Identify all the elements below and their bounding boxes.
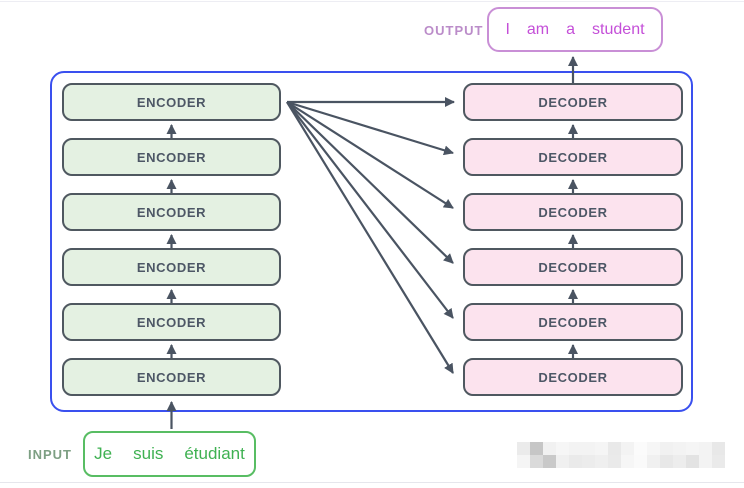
encoder-decoder-container <box>50 71 693 412</box>
output-label: OUTPUT <box>424 23 484 38</box>
watermark-pixel <box>634 442 647 455</box>
watermark-pixel <box>556 455 569 468</box>
encoder-box-label: ENCODER <box>136 94 207 110</box>
watermark-pixel <box>569 442 582 455</box>
decoder-box: DECODER <box>463 303 683 341</box>
bottom-divider <box>0 482 744 483</box>
watermark-pixel <box>608 442 621 455</box>
watermark-pixel <box>647 455 660 468</box>
decoder-box-label: DECODER <box>538 369 608 385</box>
decoder-box: DECODER <box>463 358 683 396</box>
watermark-pixel <box>621 442 634 455</box>
decoder-box-label: DECODER <box>538 204 608 220</box>
input-word: suis <box>133 444 164 463</box>
watermark-pixel <box>556 442 569 455</box>
watermark-pixel <box>569 455 582 468</box>
watermark-pixel <box>543 442 556 455</box>
encoder-box: ENCODER <box>62 358 281 396</box>
watermark-pixel <box>517 455 530 468</box>
output-word: student <box>592 20 645 38</box>
decoder-box-label: DECODER <box>538 94 608 110</box>
decoder-box: DECODER <box>463 138 683 176</box>
watermark-pixel <box>686 442 699 455</box>
watermark-pixel <box>647 442 660 455</box>
encoder-box: ENCODER <box>62 138 281 176</box>
encoder-box-label: ENCODER <box>136 204 207 220</box>
encoder-box: ENCODER <box>62 193 281 231</box>
watermark-pixel <box>660 455 673 468</box>
decoder-box: DECODER <box>463 193 683 231</box>
watermark-pixel <box>686 455 699 468</box>
decoder-stack: DECODER DECODER DECODER DECODER DECODER DECOD… <box>463 83 683 396</box>
decoder-box: DECODER <box>463 248 683 286</box>
encoder-box: ENCODER <box>62 248 281 286</box>
input-label: INPUT <box>28 447 72 462</box>
watermark-pixel <box>582 442 595 455</box>
decoder-box: DECODER <box>463 83 683 121</box>
decoder-box-label: DECODER <box>538 149 608 165</box>
watermark-pixel <box>673 455 686 468</box>
encoder-box-label: ENCODER <box>136 149 207 165</box>
watermark-pixel <box>530 442 543 455</box>
watermark-pixel <box>634 455 647 468</box>
input-sentence-box: Je suis étudiant <box>83 431 256 477</box>
decoder-box-label: DECODER <box>538 259 608 275</box>
input-word: Je <box>94 444 113 463</box>
input-word: étudiant <box>184 444 245 463</box>
encoder-box-label: ENCODER <box>136 314 207 330</box>
encoder-stack: ENCODER ENCODER ENCODER ENCODER ENCODER ENCOD… <box>62 83 281 396</box>
encoder-box-label: ENCODER <box>136 259 207 275</box>
watermark-pixel <box>595 442 608 455</box>
watermark-pixel <box>595 455 608 468</box>
watermark-pixel <box>699 455 712 468</box>
watermark-pixel <box>660 442 673 455</box>
output-word: a <box>566 20 576 38</box>
blurred-watermark <box>517 442 725 468</box>
watermark-pixel <box>712 442 725 455</box>
watermark-pixel <box>608 455 621 468</box>
watermark-pixel <box>582 455 595 468</box>
watermark-pixel <box>543 455 556 468</box>
decoder-box-label: DECODER <box>538 314 608 330</box>
encoder-box-label: ENCODER <box>136 369 207 385</box>
output-word: I <box>505 20 510 38</box>
watermark-pixel <box>517 442 530 455</box>
encoder-box: ENCODER <box>62 303 281 341</box>
encoder-box: ENCODER <box>62 83 281 121</box>
watermark-pixel <box>621 455 634 468</box>
watermark-pixel <box>699 442 712 455</box>
watermark-pixel <box>530 455 543 468</box>
output-word: am <box>526 20 550 38</box>
top-divider <box>0 1 744 2</box>
watermark-pixel <box>712 455 725 468</box>
watermark-pixel <box>673 442 686 455</box>
